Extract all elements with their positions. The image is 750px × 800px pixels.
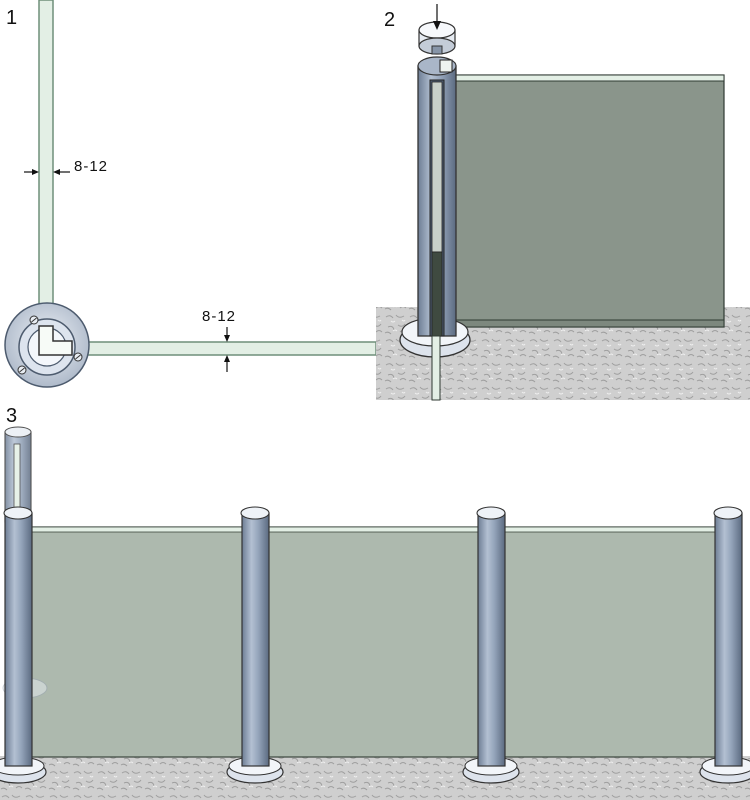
dimension-label-horizontal: 8-12 (202, 308, 236, 325)
ground-concrete (0, 756, 750, 800)
vertical-glass-edge (38, 0, 54, 327)
screw-icon (29, 315, 39, 325)
dimension-label-vertical: 8-12 (74, 158, 108, 175)
press-down-arrow-icon (433, 4, 441, 30)
glass-panel-bottom-edge (447, 319, 725, 328)
step-1-number: 1 (6, 7, 17, 29)
glass-panels (27, 526, 719, 758)
dimension-vertical-strip: 8-12 (24, 158, 108, 175)
glass-below-post (431, 335, 441, 401)
dimension-arrow-icon (53, 169, 60, 175)
glass-panel-1 (27, 526, 247, 758)
glass-slot (38, 325, 73, 356)
corner-post-top (4, 302, 90, 388)
screw-icon (73, 352, 83, 362)
dimension-horizontal-strip: 8-12 (202, 308, 236, 372)
dimension-arrow-icon (32, 169, 39, 175)
fence-post-4 (699, 506, 750, 784)
fence-post-1 (0, 506, 47, 784)
step-2-number: 2 (384, 9, 395, 31)
glass-panel-3 (499, 526, 719, 758)
step-3-assembled-fence: 3 (0, 405, 750, 800)
screw-icon (17, 365, 27, 375)
step-3-number: 3 (6, 405, 17, 427)
fence-post-3 (462, 506, 520, 784)
glass-panel (447, 74, 725, 328)
dimension-arrow-icon (224, 335, 230, 342)
glass-panel-top-edge (447, 74, 725, 82)
glass-panel-2 (263, 526, 483, 758)
step-2-section-view: 2 (376, 4, 750, 401)
dimension-arrow-icon (224, 355, 230, 362)
glass-in-channel (431, 81, 443, 253)
horizontal-glass-edge (65, 341, 377, 356)
fence-post-2 (226, 506, 284, 784)
step-1-top-view: 1 (4, 0, 377, 388)
